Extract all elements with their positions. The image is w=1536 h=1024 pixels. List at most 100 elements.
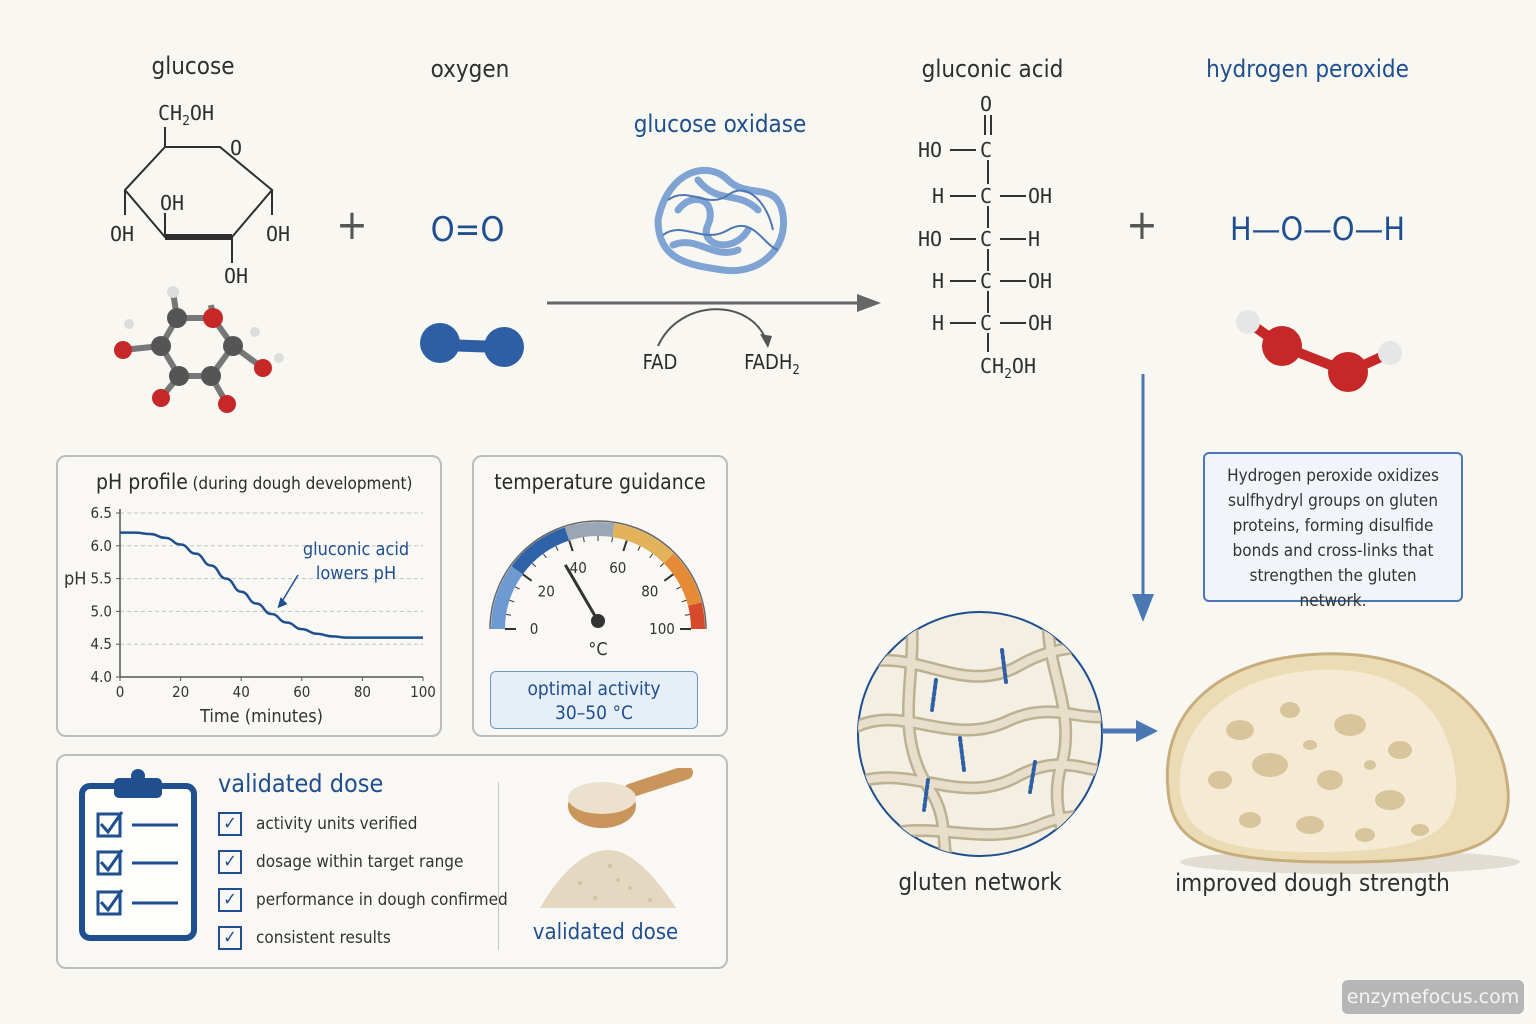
svg-text:O: O (980, 92, 992, 116)
gauge-tick (622, 540, 628, 552)
gauge-needle-hub (591, 614, 605, 628)
y-tick-label: 6.0 (91, 537, 112, 555)
gauge-tick (663, 573, 674, 582)
svg-text:C: C (980, 311, 992, 335)
y-tick-label: 4.0 (91, 668, 112, 686)
enzyme-protein-ribbon (654, 167, 788, 275)
oxygen-label: oxygen (430, 55, 510, 83)
svg-text:OH: OH (1028, 311, 1052, 335)
hydrogen-peroxide-label: hydrogen peroxide (1206, 55, 1409, 83)
ph-annotation-line2: lowers pH (316, 563, 396, 584)
check-item: ✓ performance in dough confirmed (218, 888, 518, 914)
gauge-arc-segment (688, 602, 705, 630)
y-tick-label: 5.5 (91, 570, 112, 588)
gauge-arc-segment (612, 523, 674, 564)
svg-text:OH: OH (1028, 269, 1052, 293)
watermark: enzymefocus.com (1342, 980, 1524, 1014)
validated-dose-panel: validated dose ✓ activity units verified… (56, 754, 728, 969)
checkbox-checked-icon: ✓ (218, 926, 242, 950)
right-arrow-to-dough (1102, 720, 1158, 742)
svg-text:CH2OH: CH2OH (980, 354, 1036, 382)
glucose-oh-inner: OH (160, 191, 184, 215)
clipboard-icon (79, 769, 197, 941)
gauge-tick (649, 553, 654, 559)
temperature-panel-title: temperature guidance (494, 470, 706, 494)
gauge-outer-rim (489, 520, 707, 630)
ph-profile-panel: pH profile (during dough development) 4.… (56, 455, 442, 737)
gluconic-acid-label: gluconic acid (921, 55, 1064, 83)
svg-text:H: H (1028, 227, 1040, 251)
gauge-tick (582, 537, 585, 543)
svg-text:C: C (980, 184, 992, 208)
glucose-oh-bottom: OH (224, 264, 248, 288)
gauge-tick (514, 586, 520, 590)
ph-annotation-arrow (280, 574, 299, 603)
x-tick-label: 20 (172, 683, 189, 701)
glucose-ball-model (114, 286, 284, 413)
ph-annotation-line1: gluconic acid (303, 539, 409, 560)
ph-panel-title: pH profile (during dough development) (96, 470, 413, 494)
powder-scoop-icon (540, 768, 693, 908)
svg-text:H: H (932, 269, 944, 293)
glucose-oh-left: OH (110, 222, 134, 246)
glucose-structure: CH2OH O OH OH OH OH (110, 101, 290, 288)
x-tick-label: 0 (116, 683, 125, 701)
gauge-tick (681, 599, 687, 603)
x-axis-label: Time (minutes) (199, 706, 323, 727)
gauge-tick (611, 537, 614, 543)
cofactor-fadh2: FADH2 (744, 350, 800, 378)
checkbox-checked-icon: ✓ (218, 888, 242, 912)
svg-text:HO: HO (918, 138, 942, 162)
gauge-tick-label: 0 (530, 620, 539, 638)
explanation-box: Hydrogen peroxide oxidizes sulfhydryl gr… (1203, 452, 1463, 611)
plus-sign-1: + (336, 200, 368, 249)
ph-series-line (119, 531, 423, 639)
enzyme-label: glucose oxidase (633, 110, 807, 138)
checkbox-checked-icon: ✓ (218, 850, 242, 874)
checkbox-checked-icon: ✓ (218, 812, 242, 836)
ph-annotation-arrowhead (277, 597, 288, 609)
svg-text:HO: HO (918, 227, 942, 251)
powder-label: validated dose (532, 920, 679, 945)
x-tick-label: 40 (233, 683, 250, 701)
gauge-tick (676, 586, 682, 590)
gauge-tick (531, 562, 537, 568)
gauge-arc-segment (491, 566, 523, 630)
oxygen-ball-model (420, 323, 524, 367)
cofactor-fad: FAD (642, 350, 678, 374)
x-tick-label: 100 (410, 683, 436, 701)
gauge-tick-label: 40 (570, 559, 587, 577)
gauge-arc-segment (511, 527, 570, 575)
gauge-tick (637, 545, 641, 551)
y-tick-label: 4.5 (91, 635, 112, 653)
hydrogen-peroxide-formula: H—O—O—H (1229, 210, 1405, 248)
gluconic-acid-structure: O HO C H C OH HO C H H C OH H C OH CH2OH (918, 92, 1052, 382)
glucose-oh-right: OH (266, 222, 290, 246)
gluten-network-illustration (857, 611, 1103, 857)
check-item: ✓ dosage within target range (218, 850, 518, 876)
svg-text:H: H (932, 184, 944, 208)
check-item: ✓ activity units verified (218, 812, 518, 838)
gluten-network-label: gluten network (898, 868, 1062, 896)
check-item: ✓ consistent results (218, 926, 518, 952)
bread-illustration (1165, 652, 1520, 874)
gauge-tick (509, 599, 515, 603)
svg-text:H: H (932, 311, 944, 335)
gauge-tick (659, 562, 665, 568)
svg-text:OH: OH (1028, 184, 1052, 208)
gauge-arc-segment (564, 522, 615, 541)
svg-text:C: C (980, 227, 992, 251)
gauge-needle (564, 564, 600, 622)
y-axis-label: pH (64, 569, 86, 590)
validated-dose-title: validated dose (218, 769, 384, 798)
plus-sign-2: + (1126, 200, 1158, 249)
gauge-tick (506, 613, 512, 616)
y-tick-label: 5.0 (91, 602, 112, 620)
gauge-arc-segment (663, 553, 702, 607)
hydrogen-peroxide-ball-model (1236, 310, 1402, 392)
y-tick-label: 6.5 (91, 504, 112, 522)
gauge-tick-label: 60 (609, 559, 626, 577)
optimal-activity-box: optimal activity 30–50 °C (490, 671, 698, 729)
dose-divider (498, 782, 499, 950)
